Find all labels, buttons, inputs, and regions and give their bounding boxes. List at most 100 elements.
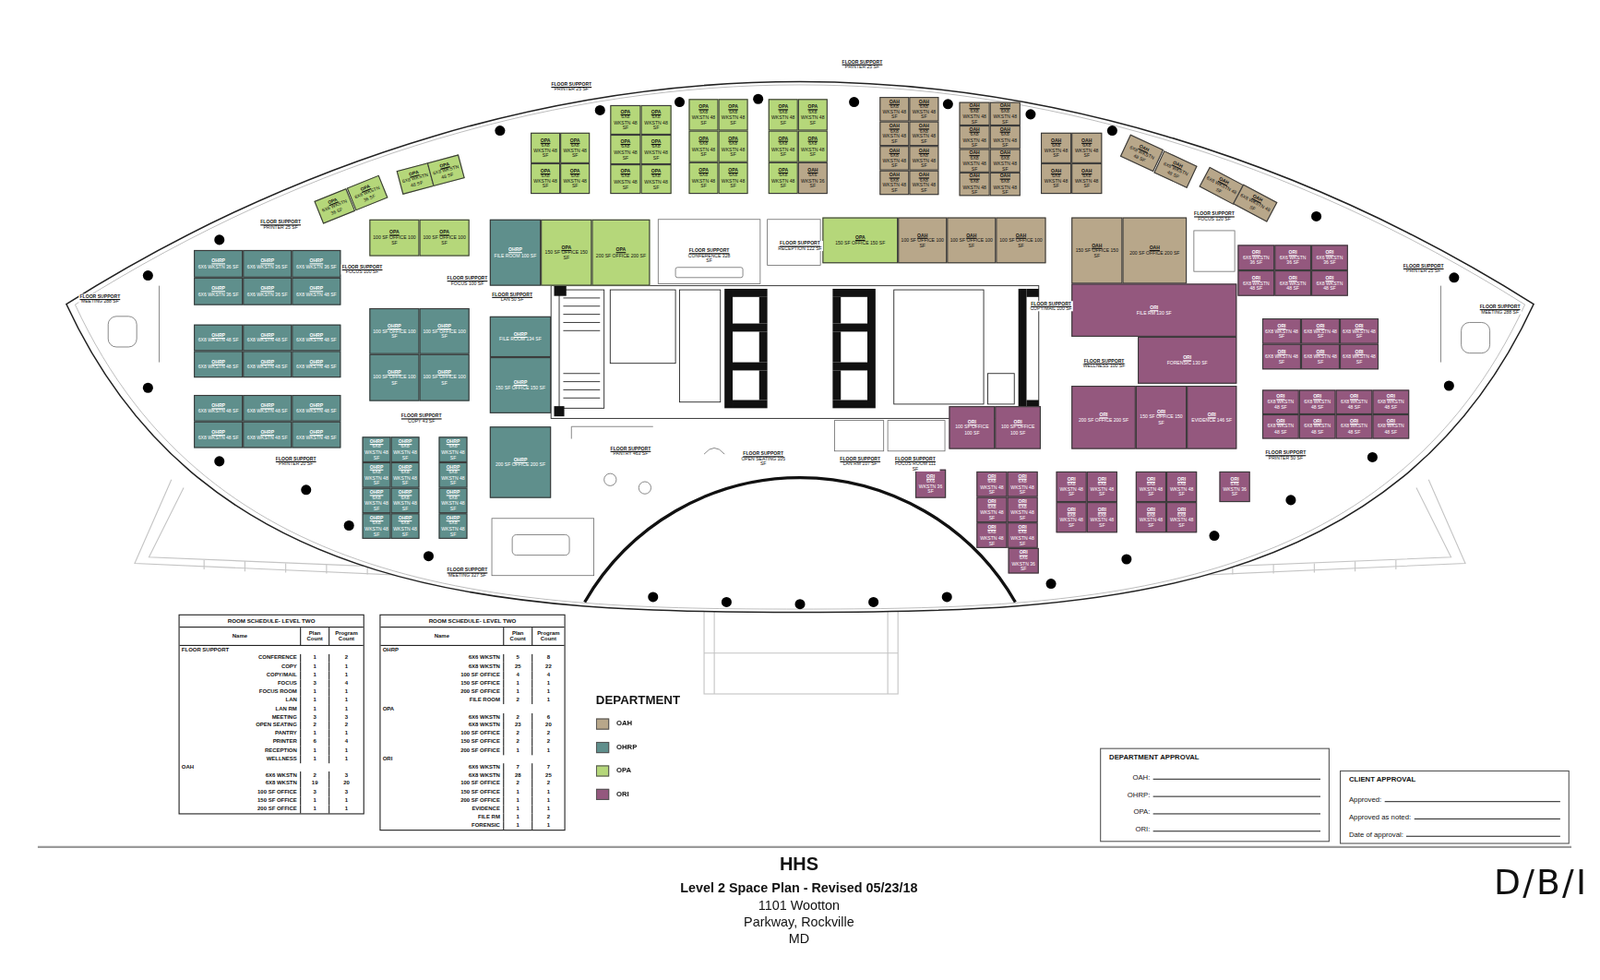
approval-label: Approved as noted:	[1349, 812, 1414, 821]
department-tag: ORI	[1177, 476, 1186, 482]
space-label: EVIDENCE 146 SF	[1191, 417, 1232, 423]
core-wall	[759, 370, 768, 400]
table-count: 2	[502, 695, 532, 705]
floor-support-label: FLOOR SUPPORTMEETING 288 SF	[78, 293, 121, 304]
support-text: PRINTER 25 SF	[260, 224, 301, 230]
department-tag: OPA	[620, 139, 632, 145]
building-column	[423, 550, 434, 562]
legend-swatch	[596, 788, 609, 800]
department-tag: ORI	[1098, 506, 1107, 513]
space-box: OAH6X8 WKSTN 48 SF	[959, 172, 991, 196]
table-count: 1	[328, 704, 364, 713]
space-box: OHRP6X8 WKSTN 48 SF	[291, 350, 341, 378]
space-box: OAH6X8 WKSTN 48 SF	[990, 172, 1021, 196]
space-label: 6X6 WKSTN 36 SF	[198, 263, 239, 270]
department-tag: OAH	[919, 98, 930, 105]
floor-support-label: FLOOR SUPPORTCOPY/MAIL 100 SF	[1028, 300, 1073, 311]
space-box: OAH6X8 WKSTN 48 SF	[1040, 132, 1072, 164]
space-box: OPA6X8 WKSTN 48 SF	[609, 134, 641, 165]
room-outline	[107, 219, 1490, 576]
table-row-name: 100 SF OFFICE	[380, 729, 503, 739]
core-wall	[553, 286, 1039, 418]
support-text: PRINTER 50 SF	[1265, 454, 1307, 461]
space-box: OAH150 SF OFFICE 150 SF	[1071, 217, 1123, 285]
department-tag: OPA	[570, 137, 581, 144]
department-tag: OAH	[1000, 150, 1011, 156]
table-count: 2	[531, 738, 564, 747]
department-tag: OHRP	[309, 403, 323, 409]
table-row-name: FORENSIC	[380, 821, 503, 830]
department-tag: ORI	[1276, 394, 1285, 400]
building-column	[848, 96, 860, 108]
building-core	[550, 286, 1039, 419]
space-box: OAH6X8 WKSTN 48 SF	[1040, 163, 1072, 194]
space-label: 150 SF OFFICE 150 SF	[835, 239, 885, 246]
table-count: 1	[328, 695, 364, 705]
space-label: 6X8 WKSTN 48 SF	[881, 104, 908, 120]
space-label: 6X8 WKSTN 48 SF	[612, 114, 640, 131]
table-row-name: 200 SF OFFICE	[179, 804, 300, 813]
table-count: 1	[328, 687, 364, 696]
space-label: 6X8 WKSTN 48 SF	[364, 443, 390, 460]
support-heading: FLOOR SUPPORT	[610, 445, 652, 452]
department-tag: OHRP	[446, 515, 461, 522]
space-box: OPA6X8 WKSTN 48 SF	[560, 132, 590, 164]
department-tag: OPA	[651, 109, 662, 116]
department-tag: OPA	[728, 167, 739, 174]
room-outline	[491, 518, 595, 576]
department-tag: OAH	[968, 126, 980, 132]
table-count: 1	[299, 654, 329, 663]
support-text: FOCUS 100 SF	[342, 269, 383, 275]
support-text: RECEPTION 122 SF	[777, 246, 822, 252]
space-label: 200 SF OFFICE 200 SF	[596, 252, 646, 259]
space-box: OAH6X8 WKSTN 48 SF	[990, 102, 1021, 126]
space-box: OAH100 SF OFFICE 100 SF	[897, 217, 947, 264]
table-count: 1	[502, 687, 532, 696]
table-count: 3	[328, 788, 364, 797]
space-label: 6X8 WKSTN 48 SF	[911, 153, 938, 169]
table-row-name: FOCUS	[179, 679, 300, 688]
space-box: OPA6X8 WKSTN 48 SF	[768, 131, 799, 163]
department-tag: OHRP	[309, 358, 323, 365]
table-count: 1	[299, 796, 329, 805]
title-rule	[37, 846, 1572, 848]
department-tag: OHRP	[387, 322, 402, 329]
space-label: 6X8 WKSTN 48 SF	[1088, 512, 1116, 528]
department-tag: OAH	[968, 173, 980, 180]
building-column	[143, 382, 154, 394]
space-box: OHRP6X8 WKSTN 48 SF	[291, 394, 341, 422]
space-label: 6X8 WKSTN 48 SF	[1264, 328, 1300, 339]
approval-label: ORI:	[1109, 825, 1154, 834]
department-tag: OHRP	[446, 464, 461, 470]
department-tag: ORI	[1207, 412, 1217, 418]
support-heading: FLOOR SUPPORT	[839, 455, 881, 462]
space-label: 6X8 WKSTN 48 SF	[393, 443, 418, 460]
table-count: 1	[328, 754, 364, 764]
approval-row: Date of approval:	[1349, 820, 1561, 838]
space-box: OHRP6X8 WKSTN 48 SF	[391, 488, 420, 514]
building-column	[214, 234, 225, 245]
room-outline	[604, 473, 617, 486]
support-heading: FLOOR SUPPORT	[1265, 450, 1307, 456]
department-tag: ORI	[1386, 418, 1396, 425]
core-wall	[732, 288, 768, 298]
table-row-name: COPY/MAIL	[179, 670, 300, 680]
department-tag: OAH	[1050, 137, 1062, 144]
department-tag: ORI	[1349, 394, 1359, 400]
table-count: 1	[531, 687, 564, 696]
space-box: OAH6X8 WKSTN 48 SF	[908, 121, 939, 147]
space-label: 6X8 WKSTN 48 SF	[643, 114, 670, 131]
department-tag: OPA	[728, 135, 739, 142]
space-box: ORI6X8 WKSTN 48 SF	[1056, 501, 1087, 533]
legend-swatch	[596, 741, 609, 753]
space-box: OPA6X8 WKSTN 48 SF	[798, 98, 828, 131]
space-box: ORI6X8 WKSTN 48 SF	[1336, 389, 1374, 415]
table-count: 1	[502, 788, 532, 797]
department-tag: OHRP	[211, 258, 226, 264]
address: 1101 Wootton Parkway, Rockville MD	[733, 897, 865, 947]
room-outline	[657, 219, 761, 285]
space-box: OPA6X8 WKSTN 48 SF	[609, 105, 641, 135]
space-label: 100 SF OFFICE 100 SF	[951, 425, 993, 436]
core-wall	[732, 323, 768, 333]
department-tag: OHRP	[211, 332, 226, 338]
